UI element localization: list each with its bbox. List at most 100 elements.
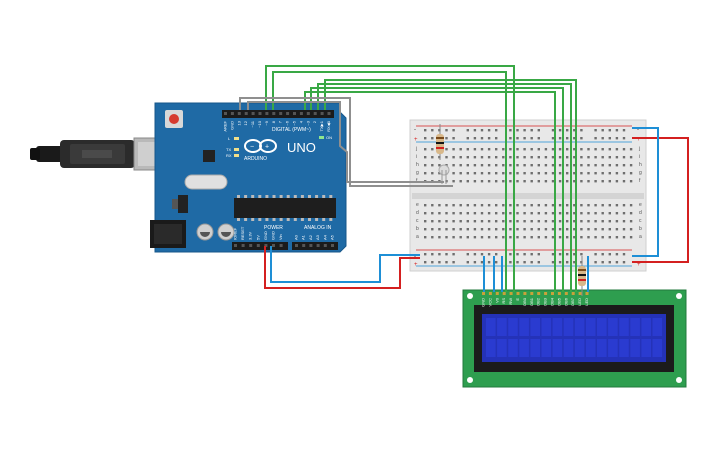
breadboard-hole[interactable]: [551, 156, 555, 159]
rail-hole[interactable]: [580, 253, 583, 256]
rail-hole[interactable]: [537, 253, 540, 256]
rail-hole[interactable]: [608, 129, 611, 132]
breadboard-hole[interactable]: [502, 236, 505, 239]
rail-hole[interactable]: [516, 129, 519, 132]
breadboard-hole[interactable]: [615, 172, 619, 175]
breadboard-hole[interactable]: [523, 228, 526, 231]
rail-hole[interactable]: [537, 261, 540, 264]
breadboard-hole[interactable]: [459, 236, 462, 239]
rail-hole[interactable]: [523, 253, 526, 256]
breadboard-hole[interactable]: [537, 172, 540, 175]
rail-hole[interactable]: [573, 253, 576, 256]
breadboard-hole[interactable]: [431, 172, 434, 175]
breadboard-hole[interactable]: [573, 164, 576, 167]
lcd-pin[interactable]: [516, 292, 520, 295]
breadboard-hole[interactable]: [544, 164, 548, 167]
power-pin[interactable]: [256, 244, 260, 247]
breadboard-hole[interactable]: [580, 148, 583, 151]
rail-hole[interactable]: [537, 129, 540, 132]
rail-hole[interactable]: [452, 129, 455, 132]
breadboard-hole[interactable]: [509, 180, 512, 183]
rail-hole[interactable]: [516, 261, 519, 264]
analog-pin[interactable]: [323, 244, 327, 247]
breadboard-hole[interactable]: [480, 148, 484, 151]
breadboard-hole[interactable]: [459, 180, 462, 183]
breadboard-hole[interactable]: [629, 156, 633, 159]
breadboard-hole[interactable]: [438, 228, 441, 231]
rail-hole[interactable]: [487, 261, 491, 264]
rail-hole[interactable]: [424, 261, 427, 264]
breadboard-hole[interactable]: [537, 204, 540, 207]
rail-hole[interactable]: [438, 261, 441, 264]
breadboard-hole[interactable]: [487, 180, 491, 183]
breadboard-hole[interactable]: [580, 236, 583, 239]
breadboard-hole[interactable]: [509, 164, 512, 167]
breadboard-hole[interactable]: [466, 212, 469, 215]
breadboard-hole[interactable]: [594, 164, 597, 167]
rail-hole[interactable]: [495, 129, 498, 132]
breadboard-hole[interactable]: [608, 228, 611, 231]
breadboard-hole[interactable]: [551, 204, 555, 207]
rail-hole[interactable]: [530, 129, 533, 132]
breadboard-hole[interactable]: [431, 148, 434, 151]
breadboard-hole[interactable]: [608, 220, 611, 223]
rail-hole[interactable]: [495, 137, 498, 140]
breadboard-hole[interactable]: [452, 204, 455, 207]
rail-hole[interactable]: [480, 129, 484, 132]
breadboard-hole[interactable]: [544, 236, 548, 239]
breadboard-hole[interactable]: [445, 228, 448, 231]
breadboard-hole[interactable]: [466, 172, 469, 175]
breadboard-hole[interactable]: [558, 164, 562, 167]
breadboard-hole[interactable]: [445, 212, 448, 215]
rail-hole[interactable]: [431, 137, 434, 140]
breadboard-hole[interactable]: [516, 204, 519, 207]
breadboard-hole[interactable]: [459, 204, 462, 207]
rail-hole[interactable]: [509, 261, 512, 264]
breadboard-hole[interactable]: [530, 172, 533, 175]
breadboard-hole[interactable]: [594, 156, 597, 159]
rail-hole[interactable]: [473, 261, 477, 264]
rail-hole[interactable]: [466, 261, 469, 264]
rail-hole[interactable]: [431, 261, 434, 264]
lcd-pin[interactable]: [502, 292, 506, 295]
rail-hole[interactable]: [580, 137, 583, 140]
breadboard-hole[interactable]: [587, 228, 590, 231]
breadboard-hole[interactable]: [544, 148, 548, 151]
breadboard-hole[interactable]: [622, 212, 626, 215]
breadboard-hole[interactable]: [530, 156, 533, 159]
breadboard-hole[interactable]: [466, 204, 469, 207]
breadboard-hole[interactable]: [551, 148, 555, 151]
breadboard-hole[interactable]: [580, 172, 583, 175]
breadboard-hole[interactable]: [530, 236, 533, 239]
breadboard-hole[interactable]: [573, 148, 576, 151]
rail-hole[interactable]: [438, 253, 441, 256]
breadboard-hole[interactable]: [473, 228, 477, 231]
rail-hole[interactable]: [431, 129, 434, 132]
breadboard-hole[interactable]: [558, 204, 562, 207]
breadboard-hole[interactable]: [544, 172, 548, 175]
breadboard-hole[interactable]: [629, 212, 633, 215]
rail-hole[interactable]: [445, 129, 448, 132]
breadboard-hole[interactable]: [495, 180, 498, 183]
breadboard-hole[interactable]: [431, 204, 434, 207]
lcd-pin[interactable]: [488, 292, 492, 295]
digital-pin[interactable]: [251, 112, 255, 115]
breadboard-hole[interactable]: [495, 148, 498, 151]
breadboard-hole[interactable]: [523, 172, 526, 175]
breadboard-hole[interactable]: [537, 212, 540, 215]
breadboard-hole[interactable]: [473, 164, 477, 167]
breadboard-hole[interactable]: [573, 180, 576, 183]
breadboard-hole[interactable]: [601, 172, 604, 175]
rail-hole[interactable]: [509, 253, 512, 256]
breadboard-hole[interactable]: [438, 236, 441, 239]
breadboard-hole[interactable]: [502, 204, 505, 207]
breadboard-hole[interactable]: [615, 228, 619, 231]
breadboard-hole[interactable]: [495, 164, 498, 167]
analog-pin[interactable]: [302, 244, 306, 247]
breadboard-hole[interactable]: [438, 212, 441, 215]
rail-hole[interactable]: [622, 137, 626, 140]
breadboard-hole[interactable]: [431, 220, 434, 223]
breadboard-hole[interactable]: [459, 212, 462, 215]
breadboard-hole[interactable]: [502, 172, 505, 175]
breadboard-hole[interactable]: [480, 180, 484, 183]
